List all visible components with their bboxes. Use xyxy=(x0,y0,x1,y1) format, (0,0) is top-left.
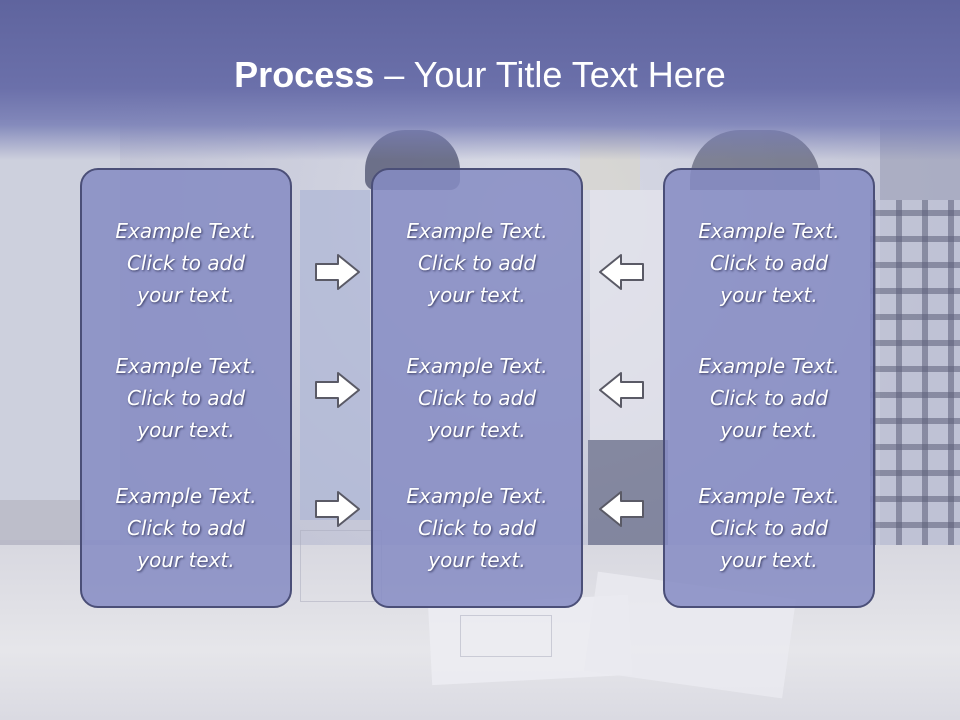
text-line: Example Text. xyxy=(115,219,257,243)
arrow-right-icon[interactable] xyxy=(314,489,362,529)
text-line: Click to add xyxy=(126,386,246,410)
text-line: your text. xyxy=(428,283,526,307)
text-line: your text. xyxy=(137,548,235,572)
arrow-right-icon[interactable] xyxy=(314,370,362,410)
text-line: your text. xyxy=(137,283,235,307)
title-bold-word: Process xyxy=(234,54,375,95)
process-box-left[interactable]: Example Text. Click to add your text. Ex… xyxy=(80,168,292,608)
text-line: Example Text. xyxy=(115,354,257,378)
text-line: Example Text. xyxy=(115,484,257,508)
text-line: Click to add xyxy=(709,516,829,540)
text-line: Click to add xyxy=(417,251,537,275)
text-block[interactable]: Example Text. Click to add your text. xyxy=(82,350,290,446)
text-line: Example Text. xyxy=(406,354,548,378)
title-rest: – Your Title Text Here xyxy=(374,54,726,95)
text-line: Click to add xyxy=(126,251,246,275)
text-block[interactable]: Example Text. Click to add your text. xyxy=(373,215,581,311)
title-band xyxy=(0,0,960,160)
process-box-center[interactable]: Example Text. Click to add your text. Ex… xyxy=(371,168,583,608)
text-line: your text. xyxy=(428,548,526,572)
text-line: Click to add xyxy=(417,386,537,410)
slide-title[interactable]: Process – Your Title Text Here xyxy=(0,52,960,98)
text-block[interactable]: Example Text. Click to add your text. xyxy=(665,215,873,311)
text-line: Example Text. xyxy=(698,484,840,508)
text-line: Example Text. xyxy=(406,219,548,243)
text-line: your text. xyxy=(720,283,818,307)
text-line: Click to add xyxy=(709,386,829,410)
text-line: Example Text. xyxy=(698,219,840,243)
text-line: Click to add xyxy=(126,516,246,540)
arrow-left-icon[interactable] xyxy=(597,252,645,292)
arrow-left-icon[interactable] xyxy=(597,489,645,529)
arrow-left-icon[interactable] xyxy=(597,370,645,410)
text-line: Click to add xyxy=(417,516,537,540)
text-line: Example Text. xyxy=(698,354,840,378)
text-line: Click to add xyxy=(709,251,829,275)
text-block[interactable]: Example Text. Click to add your text. xyxy=(82,215,290,311)
text-line: your text. xyxy=(720,418,818,442)
text-block[interactable]: Example Text. Click to add your text. xyxy=(82,480,290,576)
process-box-right[interactable]: Example Text. Click to add your text. Ex… xyxy=(663,168,875,608)
text-block[interactable]: Example Text. Click to add your text. xyxy=(373,480,581,576)
text-line: your text. xyxy=(137,418,235,442)
arrow-right-icon[interactable] xyxy=(314,252,362,292)
text-line: your text. xyxy=(720,548,818,572)
text-block[interactable]: Example Text. Click to add your text. xyxy=(373,350,581,446)
text-line: your text. xyxy=(428,418,526,442)
text-line: Example Text. xyxy=(406,484,548,508)
text-block[interactable]: Example Text. Click to add your text. xyxy=(665,350,873,446)
text-block[interactable]: Example Text. Click to add your text. xyxy=(665,480,873,576)
